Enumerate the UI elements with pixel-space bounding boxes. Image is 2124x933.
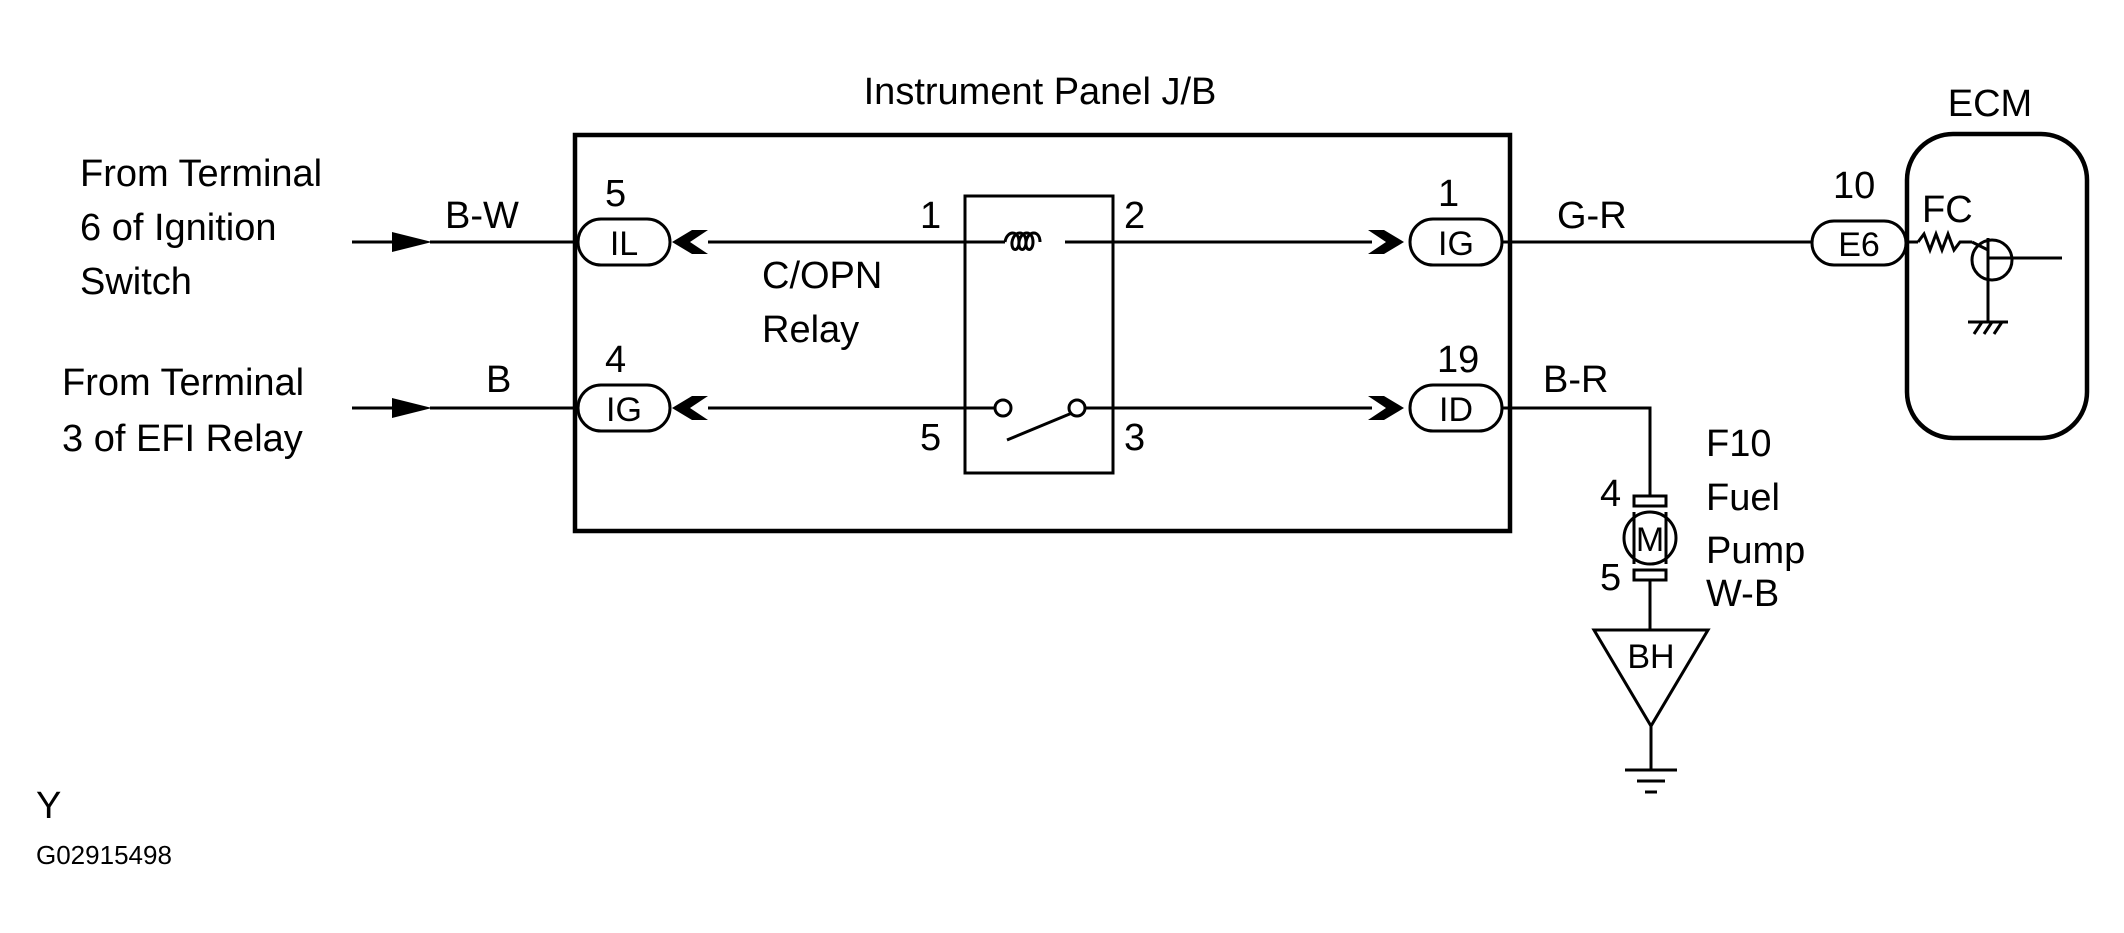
pump-bracket-top	[1632, 494, 1668, 508]
connector-e6-pin: 10	[1833, 165, 1875, 207]
ground-point-bh	[1591, 628, 1711, 729]
source-ign-line3: Switch	[80, 261, 192, 303]
relay-pin-1: 1	[920, 195, 941, 237]
wire-label-b: B	[486, 359, 511, 401]
ecm-transistor-icon	[1970, 238, 2062, 322]
relay-pin-3: 3	[1124, 417, 1145, 459]
wire-br	[1502, 406, 1652, 496]
footer-code: Y	[36, 785, 61, 827]
source-efi-line2: 3 of EFI Relay	[62, 418, 303, 460]
connector-il	[576, 217, 672, 267]
relay-contact-left-icon	[993, 398, 1013, 418]
ecm-signal-fc: FC	[1922, 189, 1973, 231]
relay-contact-right-icon	[1067, 398, 1087, 418]
wire-label-bw: B-W	[445, 195, 519, 237]
pump-pin-top: 4	[1600, 473, 1621, 515]
arrow-ig-left	[672, 396, 708, 420]
connector-il-pin: 5	[605, 173, 626, 215]
wire-label-gr: G-R	[1557, 195, 1627, 237]
ecm-box	[1904, 131, 2090, 441]
jb-title: Instrument Panel J/B	[864, 71, 1217, 113]
ecm-title: ECM	[1948, 83, 2032, 125]
fuel-pump-motor-icon	[1622, 510, 1678, 566]
input-arrow-top	[352, 232, 576, 252]
pump-ref: F10	[1706, 423, 1771, 465]
source-ign-line2: 6 of Ignition	[80, 207, 276, 249]
pump-name-line1: Fuel	[1706, 477, 1780, 519]
connector-e6-code: E6	[1838, 226, 1880, 264]
pump-name-line2: Pump	[1706, 530, 1805, 572]
ground-point-bh-label: BH	[1627, 638, 1674, 676]
relay-coil-icon	[1003, 231, 1042, 251]
relay-box	[963, 194, 1115, 475]
connector-ig-left	[576, 383, 672, 433]
connector-ig-left-code: IG	[606, 391, 642, 429]
connector-id-code: ID	[1439, 391, 1473, 429]
ecm-chassis-ground-icon	[1968, 320, 2008, 335]
connector-ig-left-pin: 4	[605, 339, 626, 381]
relay-pin-5: 5	[920, 417, 941, 459]
input-arrow-bottom	[352, 398, 576, 418]
ground-icon	[1625, 768, 1677, 794]
relay-pin-2: 2	[1124, 195, 1145, 237]
connector-id-pin: 19	[1437, 339, 1479, 381]
jb-box	[572, 132, 1513, 534]
connector-il-code: IL	[610, 225, 638, 263]
relay-switch-blade-icon	[1006, 411, 1073, 442]
relay-name-line2: Relay	[762, 309, 859, 351]
source-efi-line1: From Terminal	[62, 362, 304, 404]
pump-bracket-bottom	[1632, 568, 1668, 582]
connector-ig-right-pin: 1	[1438, 173, 1459, 215]
wire-label-br: B-R	[1543, 359, 1608, 401]
ecm-resistor-icon	[1916, 229, 1972, 255]
arrow-id	[1368, 396, 1404, 420]
pump-pin-bottom: 5	[1600, 557, 1621, 599]
pump-symbol: M	[1636, 521, 1664, 559]
figure-id: G02915498	[36, 840, 172, 870]
connector-ig-right-code: IG	[1438, 225, 1474, 263]
arrow-ig-right	[1368, 230, 1404, 254]
arrow-il	[672, 230, 708, 254]
source-ign-line1: From Terminal	[80, 153, 322, 195]
relay-name-line1: C/OPN	[762, 255, 882, 297]
wire-label-wb: W-B	[1706, 573, 1779, 615]
